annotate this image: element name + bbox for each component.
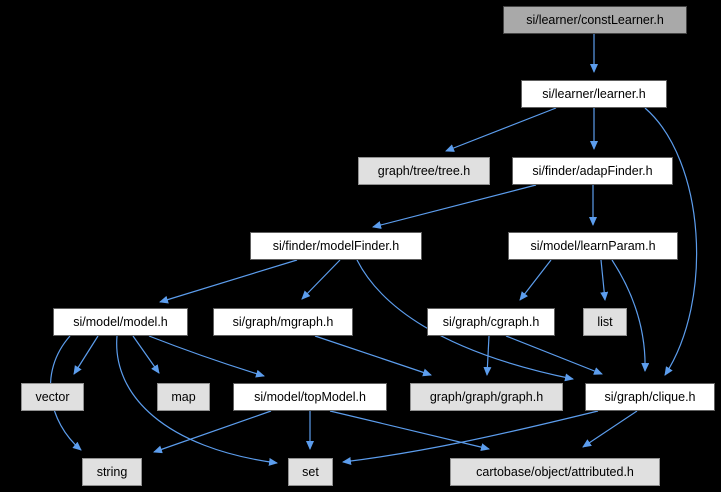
edge-model-to-topModel xyxy=(148,335,265,378)
edge-learner-to-clique xyxy=(644,107,698,376)
edge-model-to-vector xyxy=(73,335,99,375)
node-adapFinder[interactable]: si/finder/adapFinder.h xyxy=(512,157,673,185)
edge-mgraph-to-graphgraph xyxy=(314,335,432,377)
node-cgraph[interactable]: si/graph/cgraph.h xyxy=(427,308,555,336)
edge-learnParam-to-clique xyxy=(611,259,650,372)
edge-clique-to-attributed xyxy=(582,410,638,448)
edge-cgraph-to-graphgraph xyxy=(483,335,492,376)
node-model[interactable]: si/model/model.h xyxy=(53,308,188,336)
edge-learnParam-to-cgraph xyxy=(519,259,552,301)
node-topModel[interactable]: si/model/topModel.h xyxy=(233,383,387,411)
edge-adapFinder-to-modelFinder xyxy=(372,184,537,229)
edge-topModel-to-attributed xyxy=(329,410,490,452)
node-graphgraph: graph/graph/graph.h xyxy=(410,383,563,411)
node-vector: vector xyxy=(21,383,84,411)
node-string: string xyxy=(82,458,142,486)
node-learnParam[interactable]: si/model/learnParam.h xyxy=(508,232,678,260)
edge-model-to-set xyxy=(116,335,278,466)
node-attributed: cartobase/object/attributed.h xyxy=(450,458,660,486)
edge-modelFinder-to-model xyxy=(159,259,298,304)
edge-cgraph-to-clique xyxy=(505,335,603,375)
edge-learnParam-to-list xyxy=(600,259,609,301)
edge-modelFinder-to-clique xyxy=(356,259,574,382)
node-modelFinder[interactable]: si/finder/modelFinder.h xyxy=(250,232,422,260)
node-set: set xyxy=(288,458,333,486)
edge-clique-to-set xyxy=(342,410,599,465)
node-map: map xyxy=(157,383,210,411)
edge-modelFinder-to-mgraph xyxy=(301,259,341,300)
edge-model-to-map xyxy=(132,335,160,374)
node-constLearner: si/learner/constLearner.h xyxy=(503,6,687,34)
edge-learner-to-tree xyxy=(445,107,557,152)
node-list: list xyxy=(583,308,627,336)
node-tree: graph/tree/tree.h xyxy=(358,157,490,185)
node-clique[interactable]: si/graph/clique.h xyxy=(585,383,715,411)
node-learner[interactable]: si/learner/learner.h xyxy=(521,80,667,108)
node-mgraph[interactable]: si/graph/mgraph.h xyxy=(213,308,353,336)
edge-topModel-to-string xyxy=(153,410,272,454)
